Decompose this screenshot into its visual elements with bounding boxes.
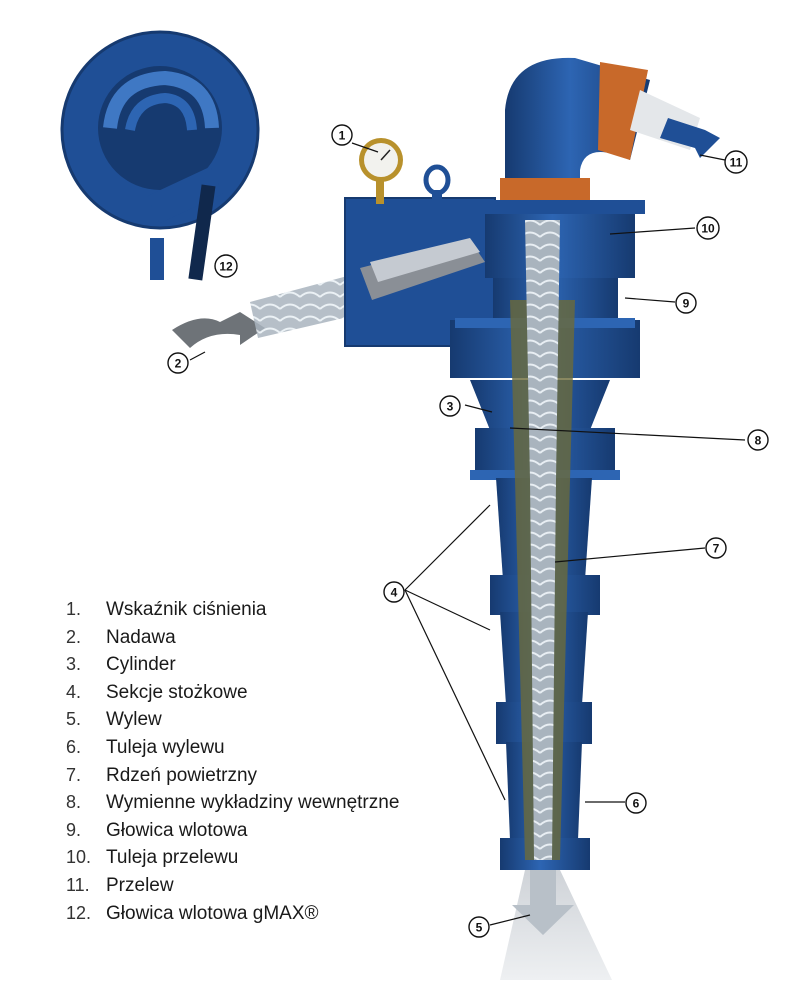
legend-item: 7. Rdzeń powietrzny: [66, 762, 399, 790]
legend-number: 5.: [66, 709, 82, 730]
legend-number: 2.: [66, 626, 82, 647]
callout-2-label: 2: [175, 357, 182, 371]
callout-10: 10: [696, 216, 720, 240]
callout-8-label: 8: [755, 434, 762, 448]
legend-item: 5. Wylew: [66, 706, 399, 734]
parts-legend: 1. Wskaźnik ciśnienia 2. Nadawa 3. Cylinder…: [66, 596, 399, 927]
callout-6: 6: [625, 792, 647, 814]
callout-5: 5: [468, 916, 490, 938]
callout-11-label: 11: [730, 156, 743, 170]
callout-11: 11: [724, 150, 748, 174]
leader-lines: [189, 142, 746, 926]
legend-item: 9. Głowica wlotowa: [66, 817, 399, 845]
legend-number: 8.: [66, 792, 82, 813]
legend-item: 10. Tuleja przelewu: [66, 844, 399, 872]
legend-item: 11. Przelew: [66, 872, 399, 900]
legend-label: Cylinder: [106, 654, 176, 676]
legend-item: 3. Cylinder: [66, 651, 399, 679]
legend-label: Tuleja przelewu: [106, 847, 239, 869]
legend-label: Głowica wlotowa: [106, 819, 248, 841]
legend-number: 9.: [66, 819, 82, 840]
gmax-inlet-head: [60, 30, 260, 281]
callout-1-label: 1: [339, 129, 346, 143]
legend-label: Wymienne wykładziny wewnętrzne: [106, 792, 400, 814]
legend-label: Nadawa: [106, 626, 176, 648]
legend-label: Rdzeń powietrzny: [106, 764, 258, 786]
legend-item: 4. Sekcje stożkowe: [66, 679, 399, 707]
callout-5-label: 5: [476, 921, 483, 935]
legend-item: 2. Nadawa: [66, 624, 399, 652]
legend-label: Sekcje stożkowe: [106, 681, 248, 703]
legend-number: 1.: [66, 599, 82, 619]
feed-arrow: [172, 312, 265, 348]
callout-3-label: 3: [447, 400, 454, 414]
legend-number: 4.: [66, 681, 82, 702]
legend-number: 10.: [66, 847, 92, 868]
callout-12-label: 12: [219, 260, 233, 274]
legend-item: 8. Wymienne wykładziny wewnętrzne: [66, 789, 399, 817]
callout-7-label: 7: [713, 542, 720, 556]
overflow-elbow: [500, 57, 720, 208]
callout-2: 2: [167, 352, 189, 374]
legend-number: 11.: [66, 874, 90, 895]
callout-9-label: 9: [683, 297, 690, 311]
legend-label: Tuleja wylewu: [106, 736, 225, 758]
callout-12: 12: [214, 254, 238, 278]
lifting-eye: [423, 164, 451, 202]
legend-label: Wylew: [106, 709, 162, 731]
legend-item: 6. Tuleja wylewu: [66, 734, 399, 762]
callout-4-label: 4: [391, 586, 398, 600]
underflow-spray: [500, 870, 612, 980]
callout-1: 1: [331, 124, 353, 146]
cyclone-body: [470, 220, 620, 870]
legend-item: 1. Wskaźnik ciśnienia: [66, 596, 399, 624]
callout-4: 4: [383, 581, 405, 603]
legend-number: 12.: [66, 902, 92, 923]
legend-number: 6.: [66, 736, 82, 757]
legend-label: Głowica wlotowa gMAX®: [106, 902, 319, 924]
callout-9: 9: [675, 292, 697, 314]
underflow-arrow: [512, 870, 574, 935]
callout-8: 8: [747, 429, 769, 451]
callout-7: 7: [705, 537, 727, 559]
callout-6-label: 6: [633, 797, 640, 811]
legend-label: Przelew: [106, 874, 174, 896]
legend-label: Wskaźnik ciśnienia: [106, 599, 267, 620]
legend-item: 12. Głowica wlotowa gMAX®: [66, 900, 399, 928]
legend-number: 7.: [66, 764, 82, 785]
callout-10-label: 10: [701, 222, 715, 236]
callout-3: 3: [439, 395, 461, 417]
legend-number: 3.: [66, 654, 82, 675]
